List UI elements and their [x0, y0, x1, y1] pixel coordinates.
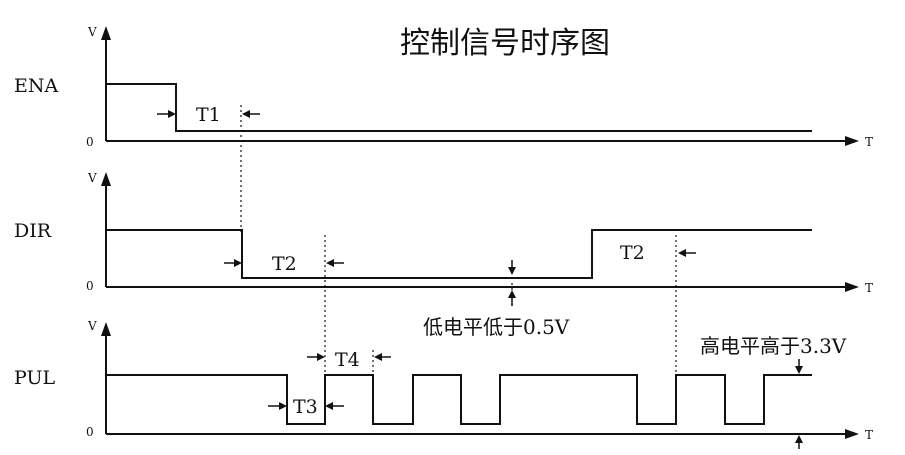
pul-t-axis-arrow-icon — [845, 429, 859, 439]
ena-waveform — [106, 83, 812, 132]
t4-left-arrow-icon — [317, 353, 325, 361]
ena-t-label: T — [865, 135, 873, 149]
t2a-label: T2 — [272, 253, 297, 275]
t4-label: T4 — [335, 349, 360, 371]
dir-v-label: V — [87, 171, 97, 185]
ena-zero-label: 0 — [86, 135, 94, 149]
ena-panel: V T 0 ENA T1 — [14, 25, 873, 232]
t1-label: T1 — [196, 104, 221, 126]
diagram-title: 控制信号时序图 — [400, 26, 610, 61]
low-level-bottom-arrow-icon — [508, 290, 516, 298]
t1-left-arrow-icon — [168, 110, 176, 118]
pul-zero-label: 0 — [86, 425, 94, 439]
dir-t-label: T — [865, 281, 873, 295]
pul-v-axis-arrow-icon — [101, 322, 111, 336]
dir-zero-label: 0 — [86, 279, 94, 293]
t3-label: T3 — [293, 396, 318, 418]
dir-signal-name: DIR — [14, 220, 52, 242]
pul-signal-name: PUL — [14, 367, 55, 389]
high-level-bottom-arrow-icon — [795, 435, 803, 443]
t2b-right-arrow-icon — [678, 249, 686, 257]
pul-panel: V T 0 PUL T3 T4 高电平高于3.3V — [14, 319, 873, 449]
t3-right-arrow-icon — [325, 402, 333, 410]
pul-v-label: V — [87, 319, 97, 333]
dir-t-axis-arrow-icon — [845, 282, 859, 292]
pul-waveform — [106, 374, 812, 425]
dir-panel: V T 0 DIR T2 T2 低电平低于0.5V — [14, 171, 873, 425]
high-level-top-arrow-icon — [795, 366, 803, 374]
dir-waveform — [106, 229, 812, 279]
t4-right-arrow-icon — [374, 353, 382, 361]
high-level-note: 高电平高于3.3V — [700, 334, 847, 358]
t2a-right-arrow-icon — [326, 259, 334, 267]
dir-v-axis-arrow-icon — [101, 172, 111, 186]
pul-t-label: T — [865, 428, 873, 442]
t2b-label: T2 — [620, 242, 645, 264]
ena-signal-name: ENA — [14, 75, 58, 97]
t2a-left-arrow-icon — [234, 259, 242, 267]
t1-right-arrow-icon — [242, 110, 250, 118]
t3-left-arrow-icon — [279, 402, 287, 410]
low-level-note: 低电平低于0.5V — [423, 315, 570, 339]
ena-v-axis-arrow-icon — [101, 26, 111, 40]
ena-v-label: V — [87, 25, 97, 39]
ena-t-axis-arrow-icon — [845, 136, 859, 146]
low-level-top-arrow-icon — [508, 267, 516, 275]
